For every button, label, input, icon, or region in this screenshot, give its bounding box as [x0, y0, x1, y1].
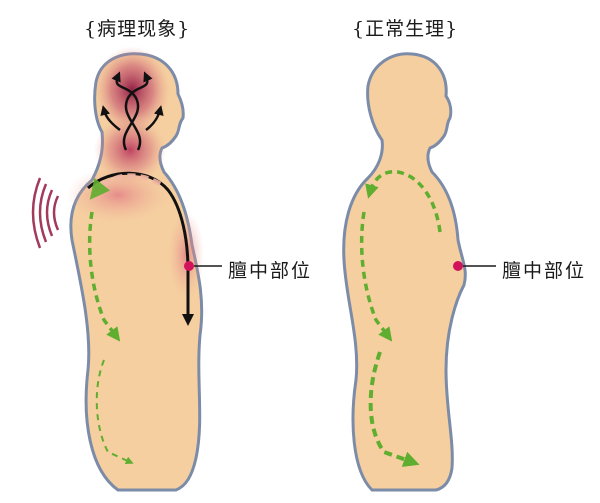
right-panel-title: {正常生理}: [352, 18, 459, 40]
right-point-label: 膻中部位: [502, 260, 587, 282]
blocked-flow-arrow: [89, 173, 162, 200]
chest-black-arrow: [86, 171, 194, 326]
chest-inflammation: [168, 210, 204, 300]
head-circulation-arrows: [100, 71, 164, 151]
right-back-green-arrow-upper: [359, 211, 393, 342]
back-green-arrow-lower: [95, 359, 134, 464]
neck-inflammation: [94, 116, 166, 184]
left-point-label: 膻中部位: [228, 260, 313, 282]
right-shoulder-green-arrow: [365, 169, 442, 233]
right-figure: [342, 52, 496, 492]
right-point-marker: [453, 261, 463, 271]
vibration-arcs: [31, 177, 60, 249]
left-panel-title: {病理现象}: [84, 18, 191, 40]
left-point-marker: [184, 261, 194, 271]
right-back-green-arrow-lower: [368, 351, 420, 467]
left-figure: [31, 46, 222, 492]
right-body-silhouette: [342, 52, 467, 492]
back-green-arrow-upper: [87, 211, 121, 342]
head-inflammation: [94, 46, 170, 134]
